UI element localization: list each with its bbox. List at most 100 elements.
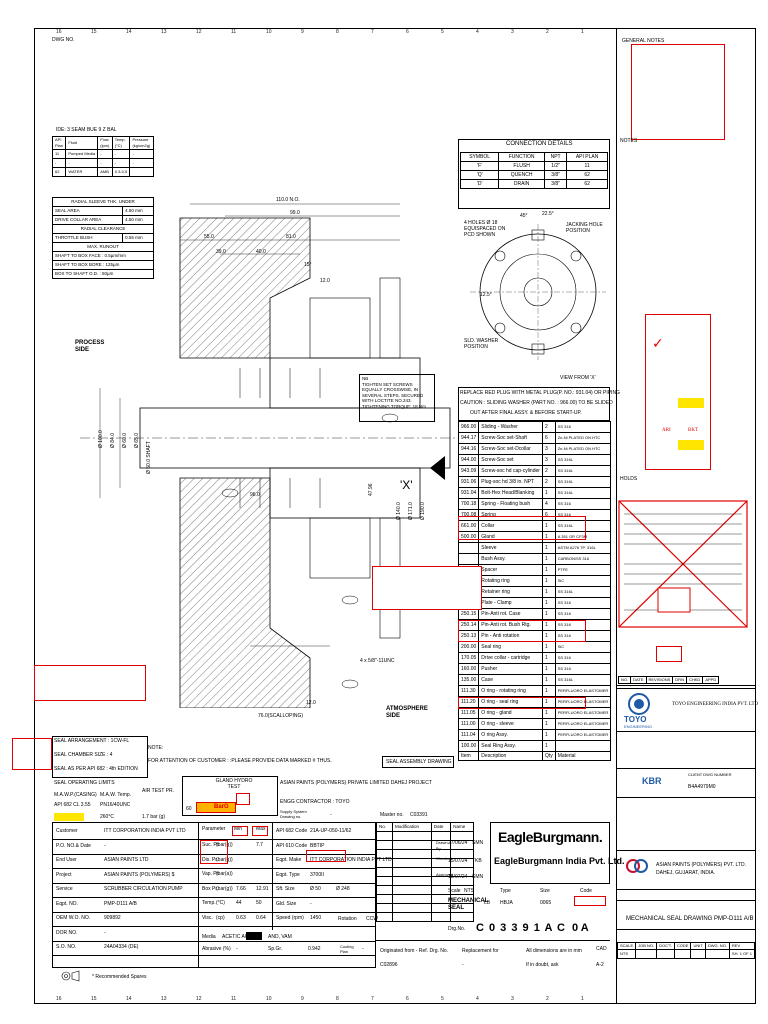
table-cell: 3/8"	[543, 170, 568, 180]
seal-chamber: SEAL CHAMBER SIZE : 4	[54, 752, 113, 758]
markup-box-clamp	[458, 620, 586, 642]
angle-22-5: 22.5°	[542, 211, 554, 217]
toyo-rev-header: CHKD	[685, 676, 704, 684]
table-cell: 250.13	[457, 630, 480, 642]
table-cell	[457, 542, 480, 554]
table-cell: O ring - rotating ring	[478, 685, 543, 697]
abrasive-value: -	[236, 946, 238, 952]
mawp: M.A.W.P.(CASING)	[54, 792, 97, 798]
table-cell: 135.00	[457, 674, 480, 686]
table-cell: 11	[566, 161, 608, 171]
row-line	[52, 868, 376, 869]
holds-label: HOLDS	[620, 476, 638, 482]
projection-symbol-icon	[61, 970, 80, 982]
column-number: 2	[546, 996, 549, 1002]
table-cell	[375, 912, 394, 922]
table-cell: 944.17	[457, 432, 480, 444]
datasheet-suc: Suc. Pr.	[202, 842, 220, 848]
datasheet-api610code_val: BBTIP	[310, 842, 325, 849]
mechanical-seal-label: MECHANICAL SEAL	[448, 898, 489, 911]
table-cell: 1	[541, 608, 556, 620]
row-line	[52, 853, 376, 855]
datasheet-oem: OEM W.O. NO.	[56, 915, 91, 921]
toyo-logo-block	[616, 688, 756, 732]
table-cell: -	[97, 149, 113, 159]
datasheet-customer_val: ITT CORPORATION INDIA PVT LTD	[104, 828, 186, 834]
datasheet-visc_min: 0.63	[236, 914, 246, 921]
datasheet-customer: Customer	[56, 828, 78, 834]
table-cell	[392, 858, 432, 868]
toyo-rev-header: APPD	[702, 676, 720, 684]
replacement-label: Replacement for	[462, 948, 499, 954]
toyo-bottom-header: JOB NO.	[635, 942, 658, 950]
checked-label: Checked	[436, 856, 452, 861]
table-cell: Bush Assy.	[478, 553, 543, 565]
dim-39: 39.0	[216, 249, 226, 255]
revision-header: No.	[375, 822, 394, 832]
datasheet-service: Service	[56, 886, 73, 892]
toyo-sheet-label: SH. 1 OF 1	[728, 949, 755, 959]
table-cell: 3	[541, 454, 556, 466]
table-cell: 1	[541, 718, 556, 730]
caution-box	[458, 387, 610, 421]
column-number: 9	[301, 996, 304, 1002]
size-label: Size	[540, 888, 550, 894]
checked-name: TKB	[472, 858, 482, 864]
column-number: 5	[441, 29, 444, 35]
nb-note: NB TIGHTEN SET SCREWS EQUALLY CROSSWISE,…	[362, 376, 426, 409]
dia-left-1: Ø 100.0	[98, 430, 104, 448]
table-cell: -	[129, 158, 154, 168]
table-cell: Seal Ring Assy.	[478, 740, 543, 752]
table-row	[375, 912, 474, 922]
table-cell	[457, 553, 480, 565]
table-cell: 3	[541, 443, 556, 455]
datasheet-po_val: -	[104, 842, 106, 849]
table-cell: PERFLUORO ELASTOMER	[554, 707, 612, 719]
approved-label: Approved	[436, 872, 454, 877]
datasheet-box	[52, 822, 376, 968]
seal-assembly-box	[382, 756, 454, 768]
column-number: 3	[511, 29, 514, 35]
runout-3: BOX TO SHAFT O.D. : 50µm	[52, 269, 154, 279]
table-cell: PERFLUORO ELASTOMER	[554, 729, 612, 741]
datasheet-so: S.O. NO.	[56, 944, 77, 950]
datasheet-vap: Vap. Pr.	[202, 871, 220, 877]
revision-header: Name	[450, 822, 474, 832]
asian-paints-project: ASIAN PAINTS (POLYMERS) PRIVATE LIMITED …	[280, 780, 432, 786]
table-cell: 1	[541, 707, 556, 719]
column-number: 13	[161, 29, 167, 35]
approved-name: SMN	[472, 874, 484, 880]
unc-callout: 4 x 5/8"-11UNC	[360, 658, 395, 664]
note-label: NOTE:	[148, 745, 164, 751]
table-cell: -	[129, 149, 154, 159]
datasheet-so_val: 24A04334 (DE)	[104, 944, 139, 950]
table-cell	[375, 894, 394, 904]
supply-system-label: Supply System Drawing no.	[280, 809, 307, 819]
seal-cross-section-drawing	[80, 203, 456, 708]
table-cell	[392, 903, 432, 913]
datasheet-shaft_val: Ø 50	[310, 886, 321, 892]
hbja-label: HBJA	[500, 900, 513, 906]
table-cell: SS 316L	[554, 454, 612, 466]
table-cell: -	[111, 158, 131, 168]
table-cell	[375, 849, 394, 859]
table-cell: 1/2"	[543, 161, 568, 171]
table-cell: 6	[541, 432, 556, 444]
min-label: Min	[234, 826, 243, 832]
datasheet-shaft: Sft. Size	[276, 886, 295, 892]
supply-system-value: -	[330, 812, 332, 818]
table-cell: 250.15	[457, 608, 480, 620]
datasheet-eqpt_make: Eqpt. Make	[276, 857, 302, 863]
table-cell: Seal ring	[478, 641, 543, 653]
table-cell: Sleeve	[478, 542, 543, 554]
table-cell: 1	[541, 674, 556, 686]
table-cell: SS 316L	[554, 465, 612, 477]
drawn-date: 27/06/24	[448, 840, 468, 846]
